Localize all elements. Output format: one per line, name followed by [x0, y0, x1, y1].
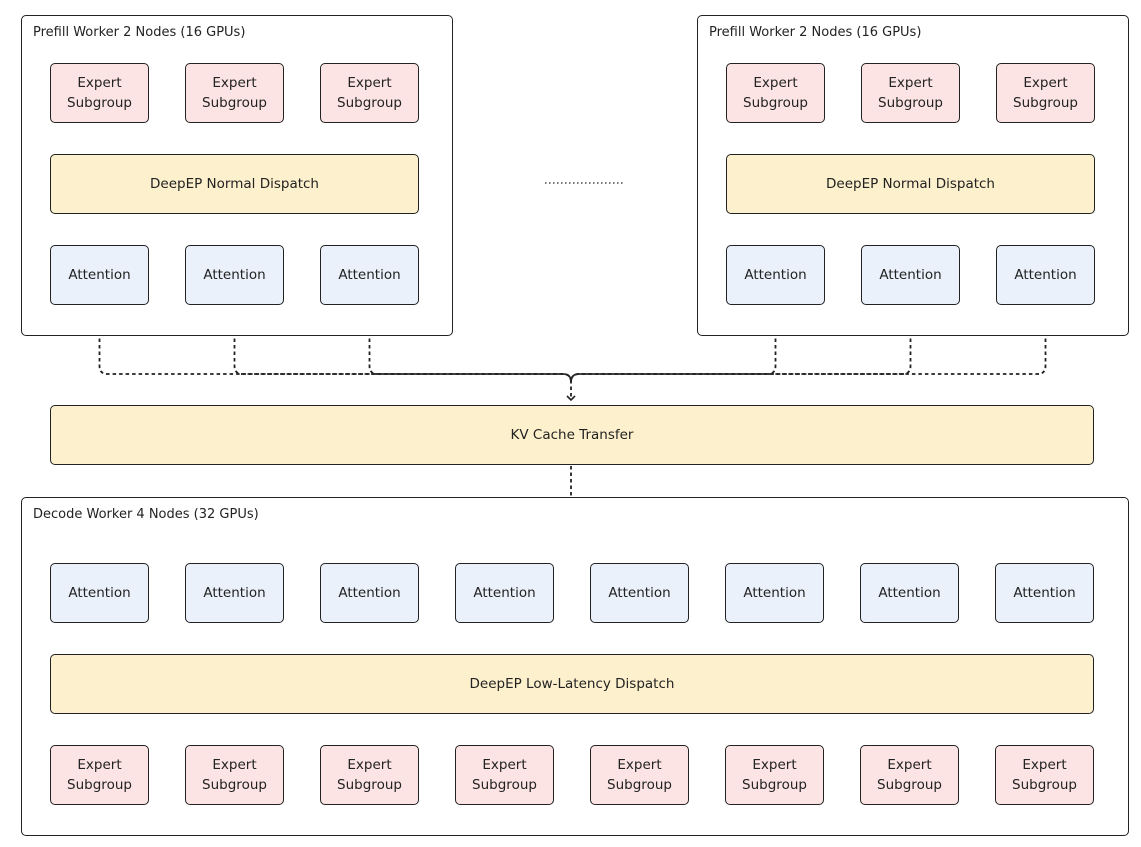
attention-label: Attention	[743, 585, 806, 601]
decode-attention-5: Attention	[590, 563, 689, 623]
expert-label-line1: Expert	[77, 757, 122, 773]
expert-label-line1: Expert	[482, 757, 527, 773]
prefill-left-normal-dispatch: DeepEP Normal Dispatch	[50, 154, 419, 214]
kv-cache-label: KV Cache Transfer	[510, 427, 634, 443]
expert-label-line2: Subgroup	[877, 777, 942, 793]
expert-label-line2: Subgroup	[202, 777, 267, 793]
attention-label: Attention	[744, 267, 807, 283]
expert-label-line2: Subgroup	[1012, 777, 1077, 793]
decode-attention-8: Attention	[995, 563, 1094, 623]
prefill-right-normal-dispatch: DeepEP Normal Dispatch	[726, 154, 1095, 214]
decode-attention-6: Attention	[725, 563, 824, 623]
expert-label-line2: Subgroup	[337, 95, 402, 111]
decode-attention-3: Attention	[320, 563, 419, 623]
expert-label-line1: Expert	[1022, 757, 1067, 773]
prefill-left-attention-1: Attention	[50, 245, 149, 305]
prefill-worker-left-title: Prefill Worker 2 Nodes (16 GPUs)	[33, 25, 246, 40]
attention-label: Attention	[338, 267, 401, 283]
prefill-left-attention-2: Attention	[185, 245, 284, 305]
attention-label: Attention	[68, 267, 131, 283]
expert-label-line2: Subgroup	[1013, 95, 1078, 111]
dashed-link-prefill-right-to-kv	[570, 306, 1047, 383]
decode-attention-4: Attention	[455, 563, 554, 623]
expert-label-line1: Expert	[753, 75, 798, 91]
decode-low-latency-dispatch: DeepEP Low-Latency Dispatch	[50, 654, 1094, 714]
attention-label: Attention	[879, 267, 942, 283]
expert-label-line1: Expert	[212, 75, 257, 91]
decode-attention-2: Attention	[185, 563, 284, 623]
expert-label-line2: Subgroup	[607, 777, 672, 793]
attention-label: Attention	[608, 585, 671, 601]
expert-label-line1: Expert	[752, 757, 797, 773]
expert-label-line1: Expert	[347, 757, 392, 773]
prefill-right-attention-2: Attention	[861, 245, 960, 305]
expert-label-line2: Subgroup	[472, 777, 537, 793]
dashed-link-prefill-left-to-kv	[368, 306, 572, 383]
expert-label-line2: Subgroup	[743, 95, 808, 111]
decode-worker-title: Decode Worker 4 Nodes (32 GPUs)	[33, 507, 259, 522]
prefill-left-attention-3: Attention	[320, 245, 419, 305]
attention-label: Attention	[203, 267, 266, 283]
expert-label-line1: Expert	[77, 75, 122, 91]
expert-label-line2: Subgroup	[742, 777, 807, 793]
prefill-right-attention-3: Attention	[996, 245, 1095, 305]
dispatch-label: DeepEP Normal Dispatch	[826, 176, 995, 192]
expert-label-line2: Subgroup	[202, 95, 267, 111]
dashed-link-prefill-left-to-kv	[98, 306, 572, 383]
expert-label-line2: Subgroup	[67, 777, 132, 793]
expert-label-line2: Subgroup	[878, 95, 943, 111]
dashed-link-prefill-left-to-kv	[233, 306, 572, 383]
prefill-worker-right-title: Prefill Worker 2 Nodes (16 GPUs)	[709, 25, 922, 40]
attention-label: Attention	[1013, 585, 1076, 601]
attention-label: Attention	[1014, 267, 1077, 283]
attention-label: Attention	[203, 585, 266, 601]
dispatch-label: DeepEP Low-Latency Dispatch	[469, 676, 675, 692]
decode-attention-7: Attention	[860, 563, 959, 623]
attention-label: Attention	[68, 585, 131, 601]
attention-label: Attention	[878, 585, 941, 601]
expert-label-line2: Subgroup	[67, 95, 132, 111]
expert-label-line1: Expert	[888, 75, 933, 91]
prefill-right-attention-1: Attention	[726, 245, 825, 305]
dispatch-label: DeepEP Normal Dispatch	[150, 176, 319, 192]
expert-label-line1: Expert	[212, 757, 257, 773]
expert-label-line1: Expert	[887, 757, 932, 773]
decode-attention-1: Attention	[50, 563, 149, 623]
kv-cache-transfer-bar: KV Cache Transfer	[50, 405, 1094, 465]
expert-label-line2: Subgroup	[337, 777, 402, 793]
expert-label-line1: Expert	[1023, 75, 1068, 91]
expert-label-line1: Expert	[617, 757, 662, 773]
expert-label-line1: Expert	[347, 75, 392, 91]
attention-label: Attention	[473, 585, 536, 601]
attention-label: Attention	[338, 585, 401, 601]
